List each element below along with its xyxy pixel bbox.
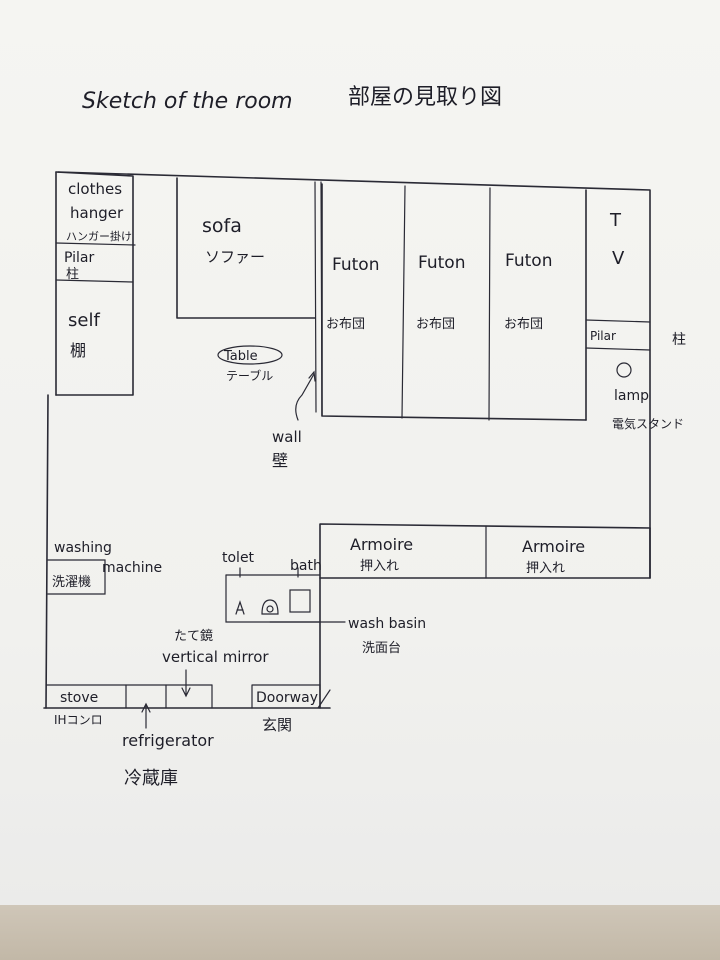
armoire-2-label: Armoire <box>522 537 585 556</box>
title-ja: 部屋の見取り図 <box>348 85 502 110</box>
lamp-label: lamp <box>614 388 649 404</box>
armoire-2-label-ja: 押入れ <box>526 561 565 576</box>
wall-label-ja: 壁 <box>272 451 288 470</box>
stove-label: stove <box>60 690 98 706</box>
tv-label-2: V <box>612 248 625 269</box>
clothes-hanger-label-ja: ハンガー掛け <box>66 229 132 243</box>
washing-machine-label-ja: 洗濯機 <box>52 575 91 590</box>
wash-basin-label: wash basin <box>348 616 426 632</box>
paper-sheet <box>0 0 720 905</box>
refrigerator-label-ja: 冷蔵庫 <box>124 768 178 789</box>
bath-label: bath <box>290 558 322 574</box>
lamp-icon <box>616 362 632 378</box>
futon-area <box>321 183 587 421</box>
tv-label-1: T <box>609 210 622 231</box>
kitchen-strip <box>45 684 331 709</box>
clothes-hanger-label-2: hanger <box>70 204 124 222</box>
pillar-right-outline <box>585 319 651 351</box>
pillar-right-label: Pilar <box>590 329 616 343</box>
stove-label-ja: IHコンロ <box>54 713 103 727</box>
washing-machine-label-2: machine <box>102 560 162 576</box>
refrigerator-arrow <box>141 702 151 729</box>
mirror-label: vertical mirror <box>162 648 269 666</box>
pillar-left-label-ja: 柱 <box>66 267 79 282</box>
sofa-label: sofa <box>202 215 242 237</box>
sofa-label-ja: ソファー <box>205 248 265 266</box>
partition-wall <box>295 181 323 421</box>
lamp-label-ja: 電気スタンド <box>612 416 684 431</box>
futon-3-label: Futon <box>505 251 552 271</box>
mirror-arrow <box>181 669 191 698</box>
bathroom-area <box>225 567 346 623</box>
refrigerator-label: refrigerator <box>122 731 214 750</box>
table-label-ja: テーブル <box>226 368 273 383</box>
futon-2-label-ja: お布団 <box>416 317 455 332</box>
sofa-outline <box>176 177 316 319</box>
futon-1-label: Futon <box>332 255 379 275</box>
futon-1-label-ja: お布団 <box>326 317 365 332</box>
armoire-area <box>319 523 651 579</box>
table-label: Table <box>223 349 258 364</box>
wash-basin-label-ja: 洗面台 <box>362 641 401 656</box>
armoire-1-label-ja: 押入れ <box>360 559 399 574</box>
clothes-hanger-label-1: clothes <box>68 180 122 198</box>
pillar-left-label: Pilar <box>64 250 94 266</box>
doorway-label-ja: 玄関 <box>262 716 292 734</box>
mirror-label-ja: たて鏡 <box>174 629 213 644</box>
futon-2-label: Futon <box>418 253 465 273</box>
armoire-1-label: Armoire <box>350 535 413 554</box>
left-column <box>55 171 136 396</box>
toilet-label: tolet <box>222 550 255 566</box>
wall-label: wall <box>272 428 302 446</box>
shelf-label: self <box>68 310 100 331</box>
table-oval <box>217 345 283 365</box>
doorway-label: Doorway <box>256 690 318 706</box>
shelf-label-ja: 棚 <box>70 341 86 360</box>
table-surface <box>0 905 720 960</box>
title-group: Sketch of the room 部屋の見取り図 <box>82 85 502 114</box>
futon-3-label-ja: お布団 <box>504 317 543 332</box>
pillar-right-label-ja: 柱 <box>672 332 686 348</box>
washing-machine-label-1: washing <box>54 540 112 556</box>
outer-walls <box>43 171 651 709</box>
washing-machine-outline <box>47 559 106 595</box>
title-en: Sketch of the room <box>82 89 293 114</box>
